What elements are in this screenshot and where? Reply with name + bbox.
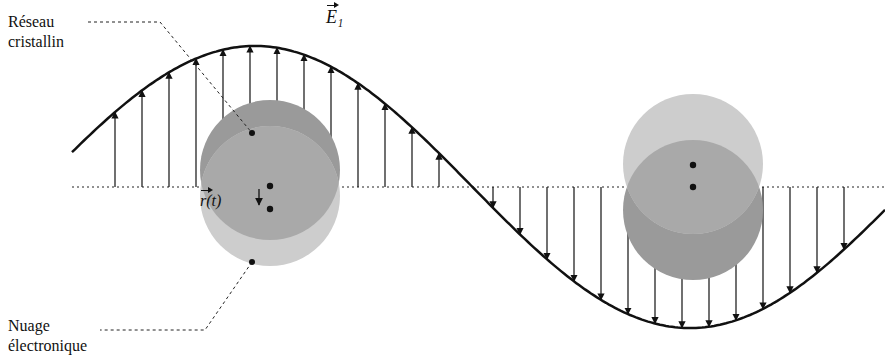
field-arrow [600,187,601,300]
field-arrow [195,59,196,187]
field-arrow [357,83,358,187]
field-arrow [816,187,817,273]
center-dot [690,162,696,168]
field-arrow [168,72,169,187]
displacement-label: r(t) [200,191,221,211]
center-dot [267,183,273,189]
electron-cloud [200,126,340,266]
field-arrow [114,112,115,187]
field-arrow [573,187,574,281]
field-arrows [115,46,844,328]
field-arrow [843,187,844,249]
field-label: E₁ [326,6,343,29]
center-dot [267,206,273,212]
field-arrow [384,104,385,187]
field-arrow [411,127,412,187]
crystal-lattice [623,140,763,280]
leader-line [88,22,252,133]
cloud-label: Nuage électronique [8,316,100,356]
leader-line [100,262,252,330]
field-arrow [141,90,142,187]
field-arrow [438,153,439,187]
field-arrow [492,187,493,208]
center-dot [690,184,696,190]
lattice-label: Réseau cristallin [8,12,90,52]
overlap [200,126,340,266]
displacement-arrow [258,189,259,205]
field-arrow [789,187,790,293]
leader-dot [249,259,255,265]
field-arrow [546,187,547,259]
field-curve [72,46,885,328]
field-arrow [519,187,520,234]
leader-dot [249,130,255,136]
overlap [623,140,763,280]
